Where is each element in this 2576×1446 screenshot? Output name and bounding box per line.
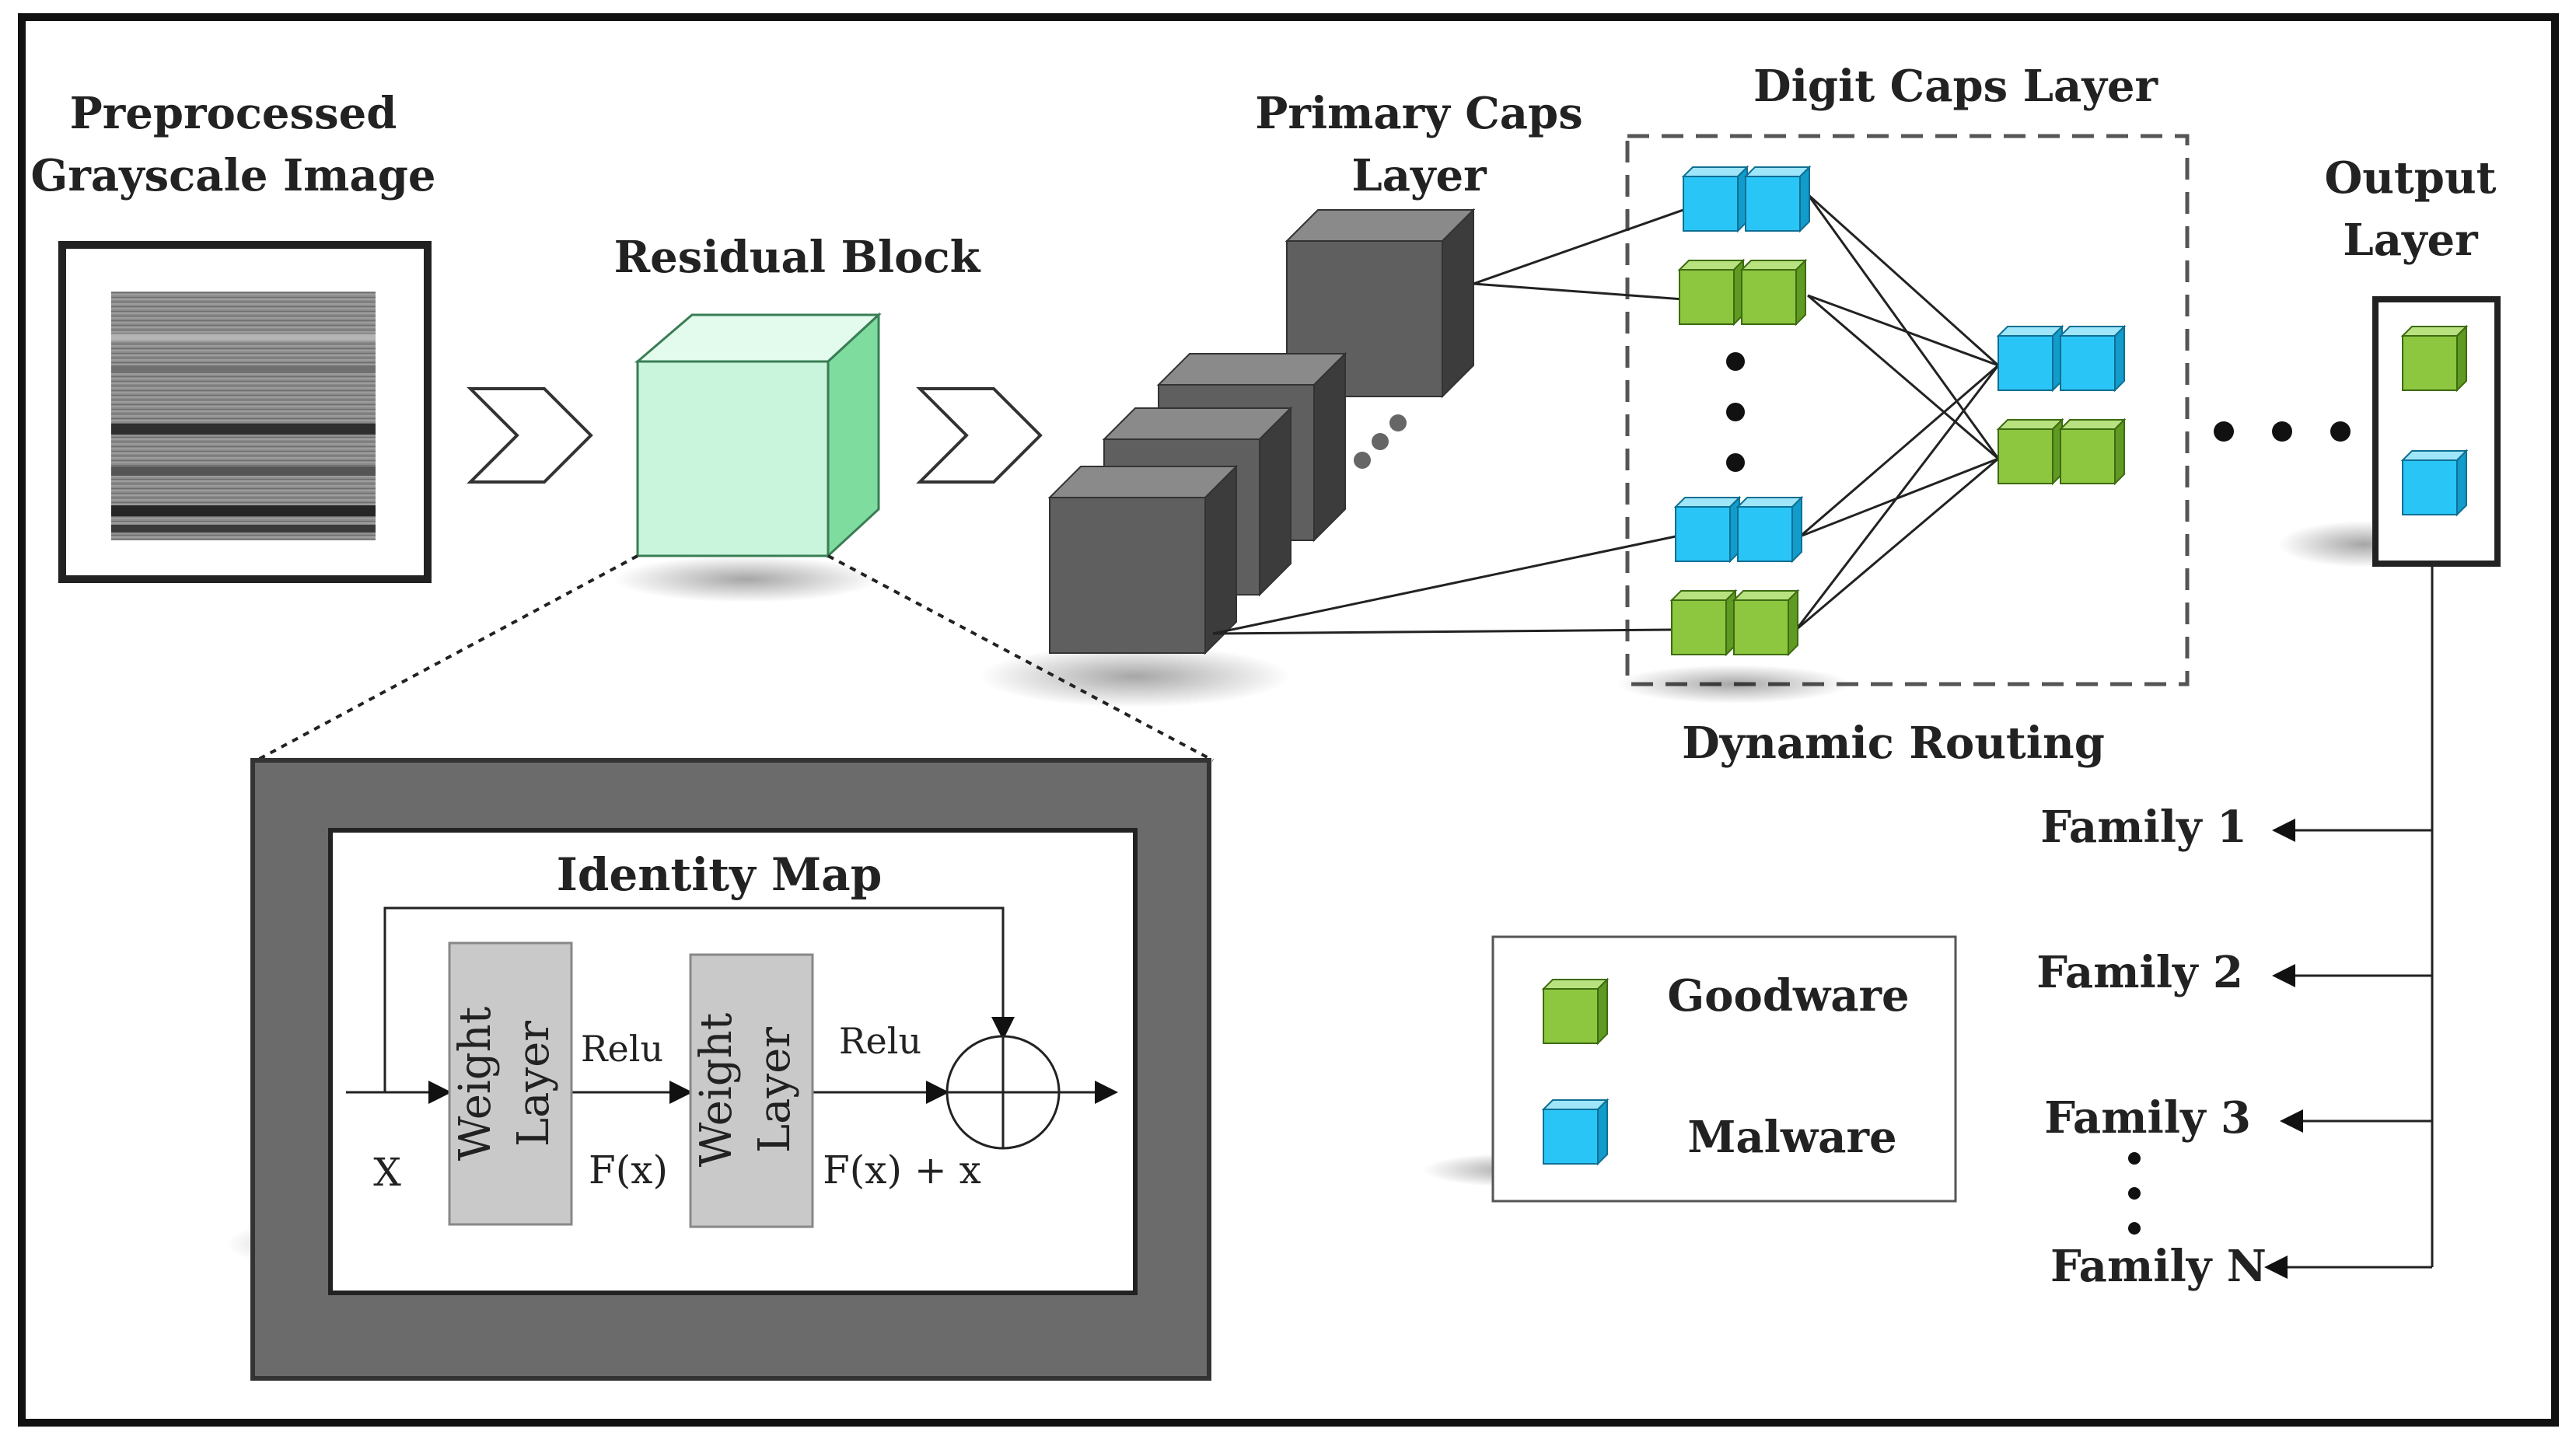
horizontal-ellipsis-dot xyxy=(2272,421,2292,442)
vertical-ellipsis-dot xyxy=(1726,403,1745,421)
weight-layer-1-label-a: Weight xyxy=(450,1006,501,1161)
zoom-line-right xyxy=(827,554,1214,762)
dynamic-routing-label: Dynamic Routing xyxy=(1682,718,2105,769)
flow-chevron-1 xyxy=(467,387,593,484)
family-ellipsis-dot xyxy=(2128,1187,2141,1200)
primary-caps-ellipsis-dot xyxy=(1372,433,1389,450)
flow-chevron-2 xyxy=(916,387,1043,484)
fx-plus-x-label: F(x) + x xyxy=(823,1147,981,1193)
family-label-2: Family 2 xyxy=(2036,947,2243,998)
digit-capsule-goodware-2 xyxy=(1671,590,1798,655)
family-connectors xyxy=(2264,564,2434,1279)
weight-layer-1 xyxy=(448,941,573,1226)
preprocessed-label-line2: Grayscale Image xyxy=(31,150,436,201)
family-label-1: Family 1 xyxy=(2040,802,2247,853)
family-label-3: Family 3 xyxy=(2044,1092,2251,1144)
output-layer-label-line1: Output xyxy=(2324,152,2496,204)
primary-caps-label-line2: Layer xyxy=(1351,150,1487,201)
digit-capsule-malware-1 xyxy=(1683,166,1810,232)
digit-caps-box xyxy=(1625,134,2190,686)
outer-frame xyxy=(18,13,2559,1427)
vertical-ellipsis-dot xyxy=(1726,352,1745,371)
relu-label-1: Relu xyxy=(581,1028,663,1070)
fx-label: F(x) xyxy=(589,1147,668,1193)
digit-caps-label: Digit Caps Layer xyxy=(1753,61,2158,112)
zoom-line-left xyxy=(256,554,638,762)
family-label-n: Family N xyxy=(2050,1241,2267,1292)
capsule-connections xyxy=(1212,193,2000,635)
horizontal-ellipsis-dot xyxy=(2214,421,2234,442)
residual-block-cube xyxy=(634,312,882,559)
legend-goodware-swatch xyxy=(1543,979,1608,1044)
routed-capsule-goodware xyxy=(1998,419,2125,484)
digit-capsule-goodware-1 xyxy=(1679,260,1806,325)
identity-skip-path xyxy=(383,906,1015,1092)
relu-label-2: Relu xyxy=(839,1020,921,1062)
output-layer-label-line2: Layer xyxy=(2343,215,2479,266)
sum-node xyxy=(945,1035,1061,1150)
legend-malware-label: Malware xyxy=(1687,1112,1896,1163)
grayscale-image xyxy=(58,241,432,583)
legend-goodware-label: Goodware xyxy=(1667,970,1909,1022)
output-malware-cube xyxy=(2402,450,2467,515)
family-ellipsis-dot xyxy=(2128,1222,2141,1235)
primary-caps-ellipsis-dot xyxy=(1354,452,1371,469)
input-x-label: X xyxy=(373,1150,401,1195)
weight-layer-1-label-b: Layer xyxy=(509,1021,559,1147)
primary-caps-ellipsis-dot xyxy=(1389,414,1407,431)
horizontal-ellipsis-dot xyxy=(2330,421,2351,442)
weight-layer-2-label-b: Layer xyxy=(750,1027,800,1153)
weight-layer-2 xyxy=(689,953,814,1228)
primary-caps-label-line1: Primary Caps xyxy=(1255,88,1583,139)
output-goodware-cube xyxy=(2402,326,2467,391)
family-ellipsis-dot xyxy=(2128,1152,2141,1165)
routed-capsule-malware xyxy=(1998,326,2125,391)
identity-map-label: Identity Map xyxy=(557,848,883,901)
digit-capsule-malware-2 xyxy=(1675,497,1802,562)
residual-block-label: Residual Block xyxy=(614,232,981,283)
weight-layer-2-label-a: Weight xyxy=(691,1012,742,1167)
preprocessed-label-line1: Preprocessed xyxy=(70,88,397,139)
vertical-ellipsis-dot xyxy=(1726,453,1745,472)
legend-malware-swatch xyxy=(1543,1099,1608,1165)
primary-caps-cube-front xyxy=(1049,466,1237,654)
